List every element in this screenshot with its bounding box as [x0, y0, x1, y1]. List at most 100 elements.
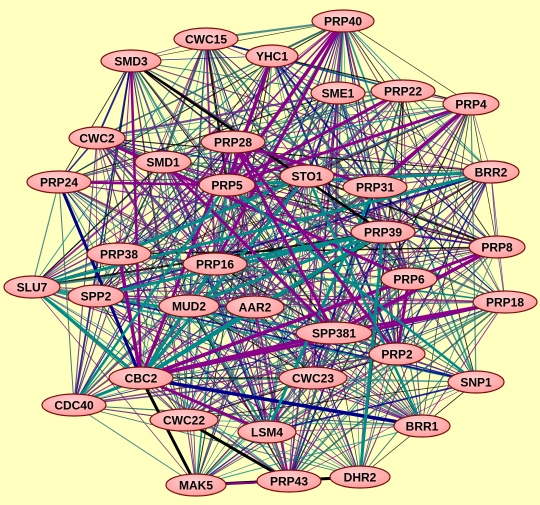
edge-prp31-slu7	[31, 186, 376, 288]
edge-prp31-prp18	[374, 186, 506, 303]
edge-prp16-prp6	[214, 263, 410, 280]
edge-slu7-mak5	[31, 286, 197, 486]
edge-prp31-cbc2	[140, 186, 376, 379]
node-label: PRP6	[393, 273, 425, 287]
edge-prp4-prp6	[408, 103, 472, 280]
node-cdc40[interactable]: CDC40	[41, 393, 107, 417]
node-prp28[interactable]: PRP28	[200, 130, 266, 154]
node-label: LSM4	[251, 426, 283, 440]
node-dhr2[interactable]: DHR2	[329, 465, 391, 489]
node-prp39[interactable]: PRP39	[350, 220, 416, 244]
node-shape	[165, 473, 227, 497]
node-shape	[468, 235, 526, 259]
edge-cwc22-brr1	[183, 419, 423, 427]
edge-prp4-prp28	[232, 103, 472, 143]
node-prp5[interactable]: PRP5	[198, 173, 256, 197]
node-mud2[interactable]: MUD2	[158, 294, 220, 318]
strong-edge-prp38-sto1	[117, 174, 309, 256]
node-shape	[225, 295, 285, 319]
node-shape	[134, 150, 192, 174]
node-prp38[interactable]: PRP38	[86, 242, 152, 266]
edge-prp28-spp2	[95, 141, 234, 297]
edge-snp1-cwc22	[183, 381, 477, 421]
node-smd3[interactable]: SMD3	[100, 49, 162, 73]
node-label: CBC2	[125, 372, 158, 386]
strong-edge-yhc1-prp5	[225, 54, 274, 187]
edge-prp22-snp1	[402, 90, 477, 383]
edge-sme1-cdc40	[73, 92, 339, 406]
node-shape	[462, 160, 520, 184]
edge-spp2-spp381	[95, 295, 335, 334]
node-prp2[interactable]: PRP2	[368, 342, 426, 366]
edge-aar2-cdc40	[73, 306, 256, 406]
edge-prp8-spp2	[95, 246, 498, 297]
node-brr2[interactable]: BRR2	[462, 160, 520, 184]
node-prp6[interactable]: PRP6	[380, 267, 438, 291]
edge-prp6-dhr2	[359, 278, 410, 478]
edge-prp2-cwc22	[183, 353, 398, 421]
node-cwc15[interactable]: CWC15	[173, 27, 239, 51]
strong-edge-prp4-prp5	[225, 102, 473, 187]
node-cwc2[interactable]: CWC2	[68, 126, 126, 150]
node-mak5[interactable]: MAK5	[165, 473, 227, 497]
node-shape	[245, 44, 299, 68]
node-shape	[329, 465, 391, 489]
node-label: CWC22	[163, 414, 205, 428]
node-label: SLU7	[17, 281, 48, 295]
edge-prp6-cwc22	[183, 278, 410, 421]
node-spp381[interactable]: SPP381	[295, 321, 373, 345]
edge-prp22-sto1	[306, 90, 404, 177]
node-brr1[interactable]: BRR1	[393, 414, 451, 438]
node-label: SPP381	[312, 327, 356, 341]
strong-edge-prp28-prp2	[231, 140, 399, 356]
node-shape	[370, 79, 436, 103]
node-prp18[interactable]: PRP18	[472, 290, 538, 314]
node-prp31[interactable]: PRP31	[342, 175, 408, 199]
node-shape	[442, 92, 500, 116]
strong-edge-cbc2-prp38	[117, 252, 143, 380]
edge-yhc1-prp4	[271, 55, 472, 105]
edge-prp4-smd1	[162, 103, 472, 163]
node-slu7[interactable]: SLU7	[3, 275, 61, 299]
edge-prp8-brr1	[421, 246, 498, 427]
node-prp8[interactable]: PRP8	[468, 235, 526, 259]
node-spp2[interactable]: SPP2	[67, 284, 125, 308]
edge-spp381-mak5	[195, 332, 335, 486]
node-label: SMD1	[146, 156, 180, 170]
node-label: STO1	[291, 170, 322, 184]
node-prp43[interactable]: PRP43	[256, 469, 322, 493]
node-cwc23[interactable]: CWC23	[278, 366, 348, 390]
strong-edge-prp2-prp6	[395, 277, 411, 356]
node-cbc2[interactable]: CBC2	[108, 366, 174, 390]
edge-spp2-cbc2	[95, 295, 142, 379]
edge-prp18-cwc23	[312, 301, 506, 379]
node-lsm4[interactable]: LSM4	[237, 420, 297, 444]
strong-edge-cbc2-sto1	[139, 174, 309, 380]
node-prp16[interactable]: PRP16	[182, 252, 248, 276]
node-shape	[149, 408, 219, 432]
node-sto1[interactable]: STO1	[279, 164, 335, 188]
node-yhc1[interactable]: YHC1	[245, 44, 299, 68]
node-prp24[interactable]: PRP24	[26, 170, 92, 194]
node-sme1[interactable]: SME1	[310, 81, 366, 105]
node-shape	[182, 252, 248, 276]
node-cwc22[interactable]: CWC22	[149, 408, 219, 432]
edge-prp24-slu7	[31, 181, 60, 288]
strong-edge-cbc2-mak5	[139, 376, 198, 487]
strong-edge-snp1-prp5	[225, 183, 478, 384]
edge-prp2-lsm4	[266, 353, 398, 433]
node-snp1[interactable]: SNP1	[447, 370, 505, 394]
edge-aar2-cwc23	[254, 306, 314, 379]
node-prp4[interactable]: PRP4	[442, 92, 500, 116]
edge-cwc2-prp38	[96, 137, 120, 255]
node-aar2[interactable]: AAR2	[225, 295, 285, 319]
strong-edge-cbc2-prp24	[57, 180, 143, 380]
node-smd1[interactable]: SMD1	[134, 150, 192, 174]
node-shape	[67, 284, 125, 308]
edge-smd3-cdc40	[73, 60, 132, 406]
node-prp22[interactable]: PRP22	[370, 79, 436, 103]
edge-mud2-cwc23	[188, 305, 314, 379]
node-prp40[interactable]: PRP40	[311, 9, 375, 33]
edge-brr2-spp2	[95, 170, 492, 298]
strong-edge-cbc2-slu7	[30, 285, 143, 380]
